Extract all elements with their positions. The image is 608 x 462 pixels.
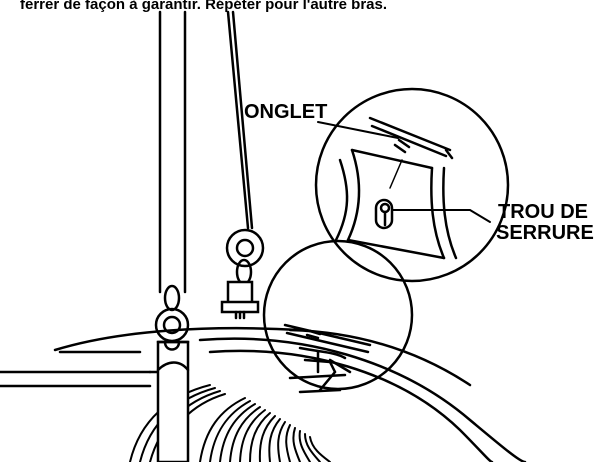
left-ring xyxy=(154,284,190,351)
instruction-text: ferrer de façon à garantir. Répéter pour… xyxy=(20,0,388,13)
support-rod xyxy=(156,10,190,462)
leader-lines xyxy=(317,121,491,223)
label-trou-line2: SERRURE xyxy=(496,222,594,244)
detail-circle-bottom xyxy=(262,239,414,394)
label-onglet: ONGLET xyxy=(244,101,327,123)
detail-circle-top xyxy=(314,87,510,283)
shade-flange xyxy=(0,326,527,462)
chain-cable xyxy=(220,10,265,320)
label-trou-line1: TROU DE xyxy=(498,201,588,223)
